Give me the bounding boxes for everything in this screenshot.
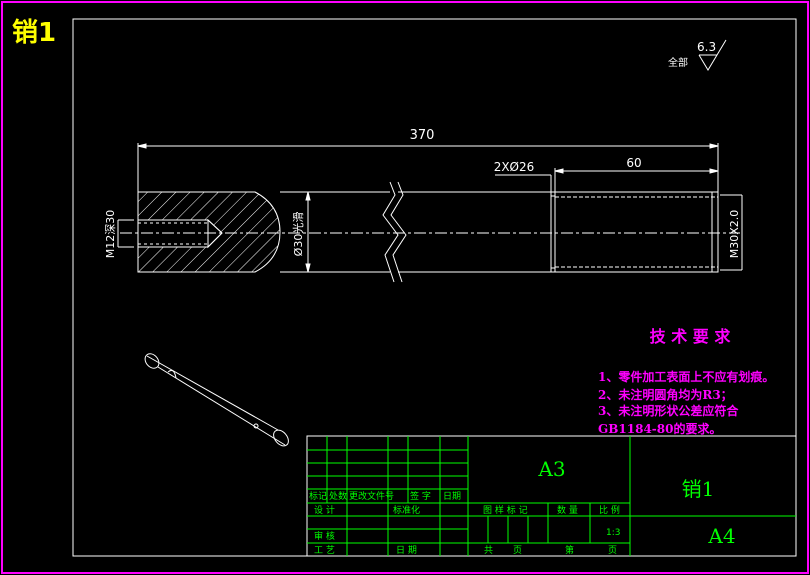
tech-requirement-1: 1、零件加工表面上不应有划痕。 xyxy=(598,369,774,384)
dim-diameter: Ø30光滑 xyxy=(291,212,305,257)
label-sheet: 第 xyxy=(565,544,574,556)
drawing-frame xyxy=(72,18,797,557)
dim-thread-length: 60 xyxy=(626,156,641,170)
label-ratio: 比 例 xyxy=(599,504,620,516)
part-name: 销1 xyxy=(682,477,715,501)
paper-size: A3 xyxy=(537,457,565,481)
title-block xyxy=(306,435,797,557)
title-block-labels: 标记 处数 更改文件号 签 字 日期 设 计 标准化 审 核 工 艺 日 期 图… xyxy=(309,490,620,556)
tech-requirements-heading: 技 术 要 求 xyxy=(650,327,732,346)
label-craft: 工 艺 xyxy=(314,545,335,556)
label-count: 处数 xyxy=(329,490,347,502)
dim-right-thread: M30X2.0 xyxy=(728,210,741,259)
dim-overall-length: 370 xyxy=(410,128,435,143)
label-sign: 签 字 xyxy=(410,490,431,502)
scale-value: 1:3 xyxy=(606,528,620,538)
dim-left-thread: M12深30 xyxy=(104,210,117,259)
roughness-value: 6.3 xyxy=(697,40,716,54)
page-title: 销1 xyxy=(12,18,56,48)
label-weight: 数 量 xyxy=(557,504,578,516)
label-standardize: 标准化 xyxy=(393,504,420,516)
tech-requirement-2: 2、未注明圆角均为R3； xyxy=(598,387,733,402)
tech-requirement-4: GB1184-80的要求。 xyxy=(598,421,721,436)
roughness-note: 全部 xyxy=(668,56,688,69)
scale-code: A4 xyxy=(707,524,735,548)
pin-isometric-view xyxy=(144,353,289,447)
pin-section-view xyxy=(120,181,740,283)
tech-requirement-3: 3、未注明形状公差应符合 xyxy=(598,403,739,418)
label-page: 页 xyxy=(513,545,522,556)
dim-groove: 2XØ26 xyxy=(494,160,535,174)
label-date2: 日 期 xyxy=(396,545,417,556)
label-date: 日期 xyxy=(443,491,461,502)
label-review: 审 核 xyxy=(314,530,335,542)
roughness-symbol: 6.3 全部 xyxy=(668,39,727,71)
label-total: 共 xyxy=(484,545,493,556)
label-design: 设 计 xyxy=(314,504,335,516)
label-stage-mark: 图 样 标 记 xyxy=(483,504,528,516)
label-page2: 页 xyxy=(608,545,617,556)
dimension-lines xyxy=(117,143,743,273)
label-change-doc: 更改文件号 xyxy=(349,490,394,502)
label-mark: 标记 xyxy=(309,490,327,502)
